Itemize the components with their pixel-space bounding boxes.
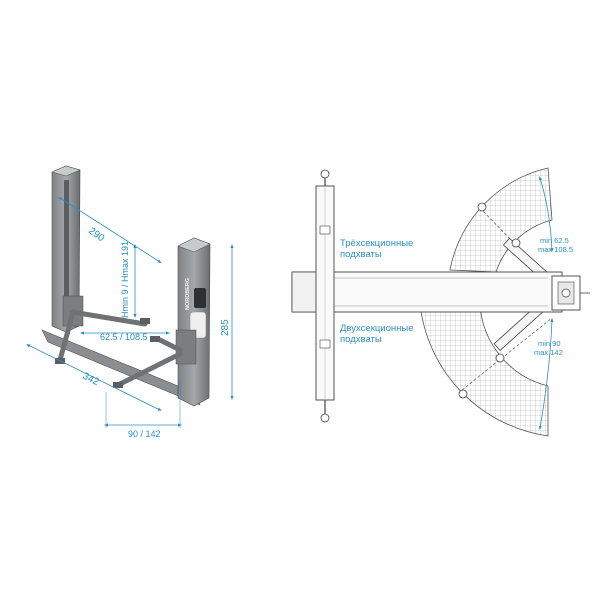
dim-arm-reach: 62.5 / 108.5 <box>100 332 148 342</box>
pad-top <box>320 169 330 179</box>
dim-three-section-max: max 108.5 <box>538 245 573 254</box>
label-two-section-line2: подхваты <box>340 334 382 345</box>
dim-line-length <box>26 344 162 411</box>
arm-front-1 <box>157 337 183 353</box>
pad-bottom <box>320 413 330 423</box>
dim-arc-two-section <box>538 318 554 430</box>
motor-unit <box>194 288 206 308</box>
front-post-top <box>177 237 211 253</box>
dim-two-section-min: min 90 <box>538 339 561 348</box>
arm-sweep-upper <box>449 167 553 273</box>
arm-sweep-lower <box>419 303 549 437</box>
label-three-section-line1: Трёхсекционные <box>340 238 413 249</box>
dim-arc-three-section <box>539 176 554 252</box>
dim-tall: 285 <box>220 319 231 336</box>
arm-rear-1 <box>69 309 148 327</box>
dim-width: 290 <box>86 226 106 245</box>
dim-two-section-max: max 142 <box>534 348 563 357</box>
dim-three-section-min: min 62.5 <box>540 236 569 245</box>
plan-view: Трёхсекционные подхваты Двухсекционные п… <box>291 167 590 437</box>
lift-3d-view: NORDBERG 290 Hmin 9 / Hmax 1 <box>26 165 234 439</box>
rear-post-top <box>51 165 81 177</box>
label-two-section-line1: Двухсекционные <box>340 323 414 334</box>
arm-pad <box>150 336 160 342</box>
arm-pad <box>113 382 123 388</box>
dim-line-width <box>58 196 162 264</box>
arm-pad <box>140 318 150 324</box>
brand-label: NORDBERG <box>185 278 191 310</box>
dim-length: 342 <box>81 371 101 388</box>
label-three-section-line2: подхваты <box>340 249 382 260</box>
dim-arm-span: 90 / 142 <box>128 429 161 439</box>
dim-height-range: Hmin 9 / Hmax 191 <box>120 241 130 318</box>
